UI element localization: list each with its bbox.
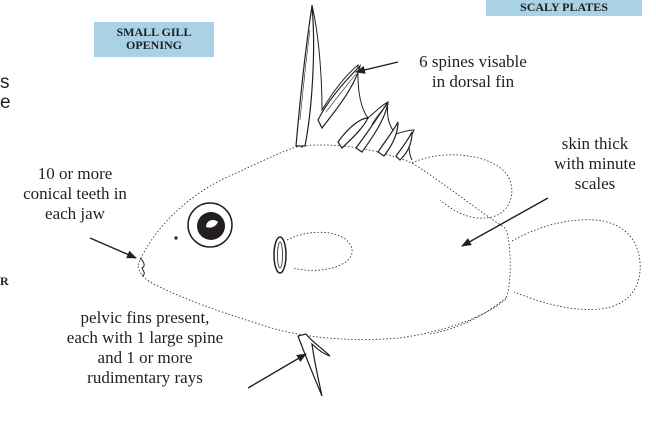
label-skin: skin thick with minute scales <box>540 134 650 194</box>
label-teeth: 10 or more conical teeth in each jaw <box>2 164 148 224</box>
label-pelvic-fins: pelvic fins present, each with 1 large s… <box>38 308 252 388</box>
pectoral-fin <box>287 232 352 270</box>
anal-fin <box>430 296 508 334</box>
soft-dorsal-fin <box>412 155 512 218</box>
label-teeth-line-3: each jaw <box>2 204 148 224</box>
fragment-r: R <box>0 275 9 288</box>
label-teeth-line-2: conical teeth in <box>2 184 148 204</box>
label-pelvic-fins-line-3: and 1 or more <box>38 348 252 368</box>
pelvic-fin <box>298 334 330 396</box>
nostril <box>174 236 177 239</box>
spiny-dorsal-fin <box>302 5 414 160</box>
label-skin-line-3: scales <box>540 174 650 194</box>
arrow-teeth <box>90 238 136 258</box>
label-dorsal-spines-line-1: 6 spines visable <box>400 52 546 72</box>
caudal-fin <box>512 220 640 310</box>
arrow-skin <box>462 198 548 246</box>
label-pelvic-fins-line-4: rudimentary rays <box>38 368 252 388</box>
fragment-s: s <box>0 72 10 94</box>
dorsal-spine-2 <box>318 66 360 128</box>
label-dorsal-spines: 6 spines visable in dorsal fin <box>400 52 546 92</box>
badge-scaly-plates-text: SCALY PLATES <box>520 0 608 14</box>
arrow-pelvic-fins <box>248 354 306 388</box>
dorsal-spine-6 <box>396 132 412 160</box>
label-pelvic-fins-line-1: pelvic fins present, <box>38 308 252 328</box>
badge-scaly-plates: SCALY PLATES <box>486 0 642 16</box>
badge-small-gill-opening: SMALL GILL OPENING <box>94 22 214 57</box>
arrow-dorsal-spines <box>356 62 398 72</box>
label-pelvic-fins-line-2: each with 1 large spine <box>38 328 252 348</box>
dorsal-spine-5 <box>378 122 398 156</box>
label-skin-line-2: with minute <box>540 154 650 174</box>
fragment-e: e <box>0 92 11 114</box>
badge-small-gill-opening-line-2: OPENING <box>94 39 214 52</box>
label-skin-line-1: skin thick <box>540 134 650 154</box>
label-dorsal-spines-line-2: in dorsal fin <box>400 72 546 92</box>
label-teeth-line-1: 10 or more <box>2 164 148 184</box>
